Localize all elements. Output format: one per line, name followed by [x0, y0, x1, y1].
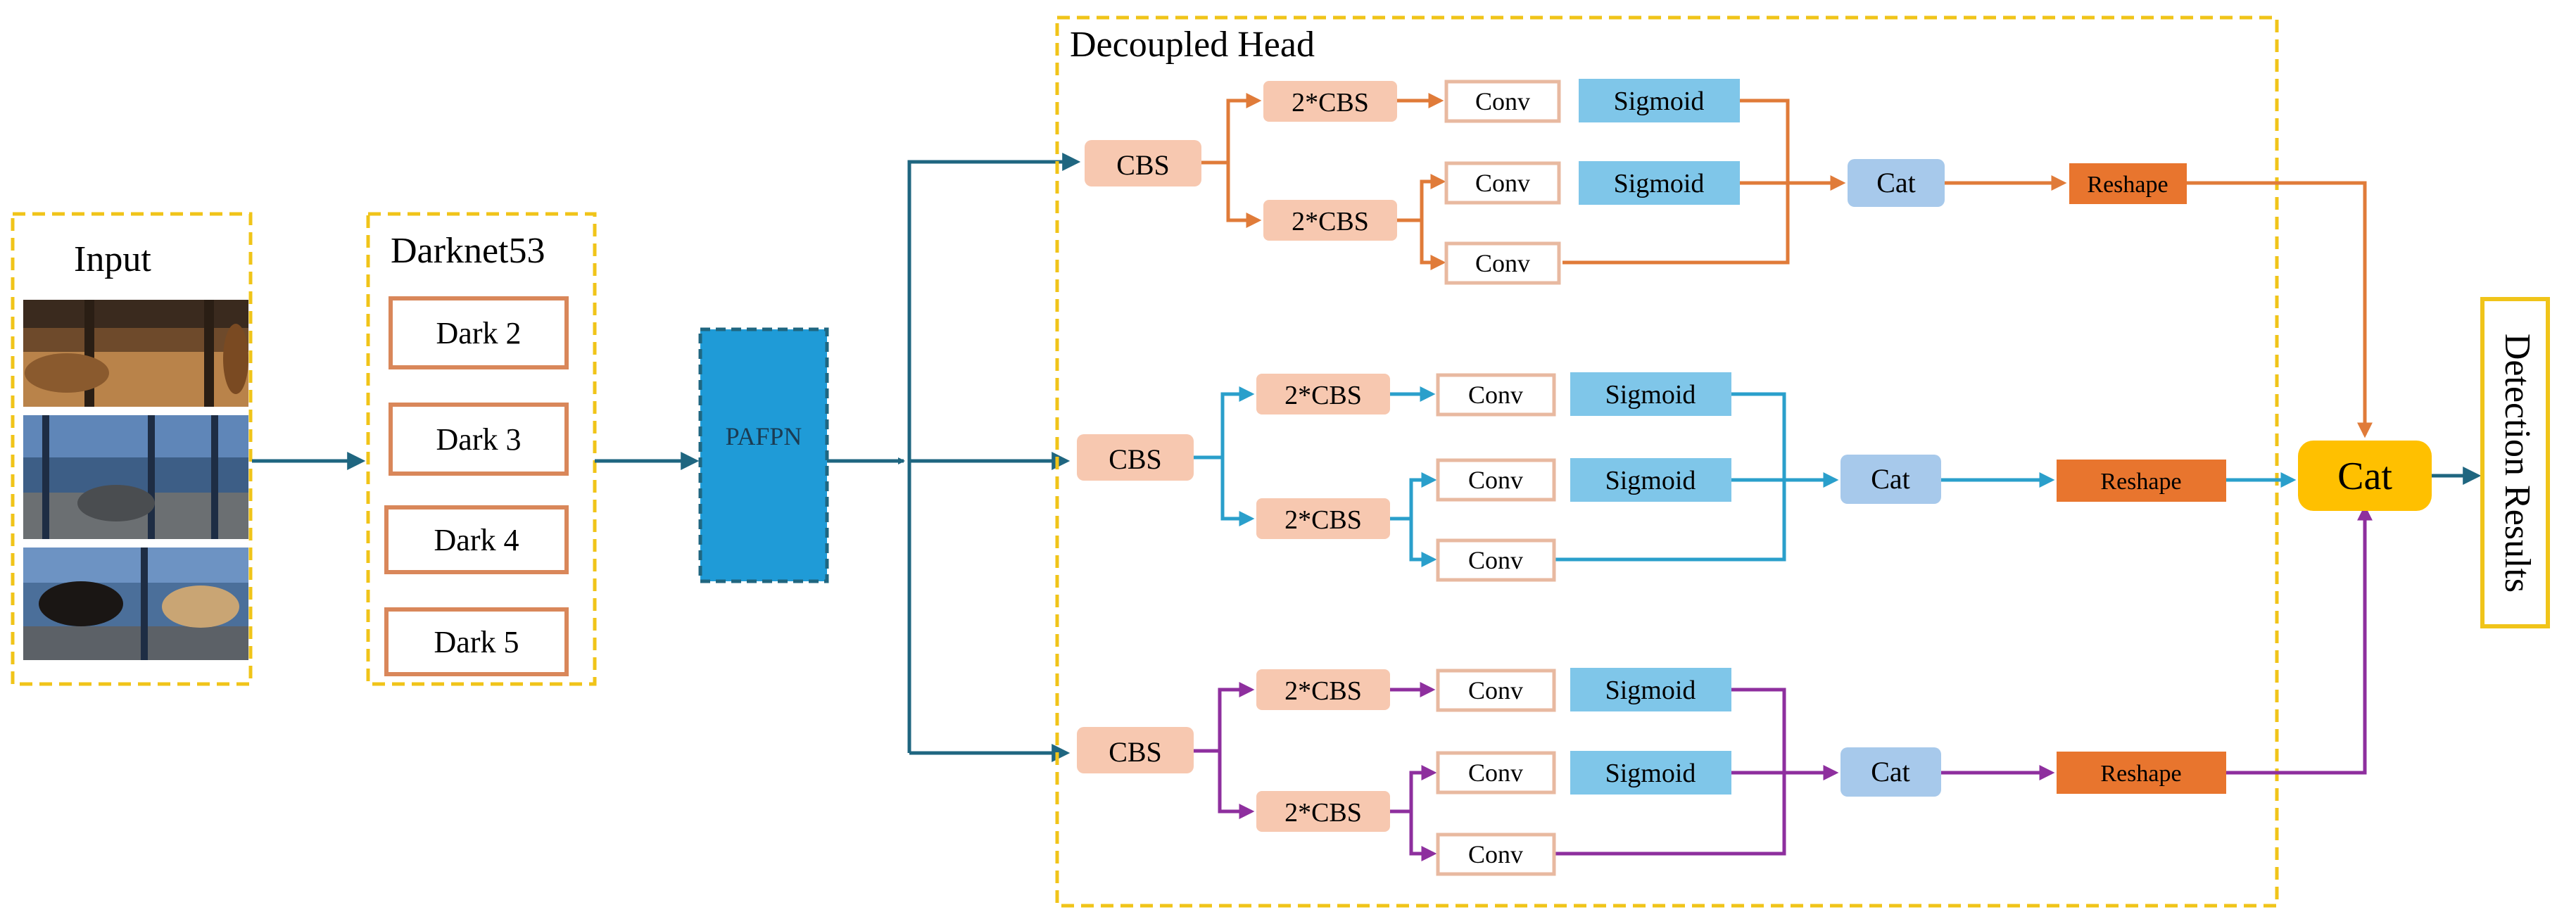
cbs2-bottom-label: 2*CBS	[1284, 505, 1362, 535]
dark4-label: Dark 4	[434, 523, 519, 557]
detection-results-box: Detection Results	[2480, 297, 2550, 628]
conv-label: Conv	[1468, 381, 1523, 409]
conv-label: Conv	[1468, 759, 1523, 787]
cbs-label: CBS	[1109, 443, 1162, 475]
conv-label: Conv	[1468, 676, 1523, 704]
decoupled-head-title: Decoupled Head	[1070, 25, 1315, 65]
conv-block-3	[1436, 538, 1556, 582]
conv-label: Conv	[1468, 546, 1523, 574]
darknet53-title: Darknet53	[391, 231, 545, 271]
sigmoid-label: Sigmoid	[1605, 466, 1696, 495]
cbs2-bottom-label: 2*CBS	[1284, 798, 1362, 828]
conv-label: Conv	[1468, 840, 1523, 868]
sigmoid-label: Sigmoid	[1605, 676, 1696, 705]
reshape-block	[2057, 460, 2226, 502]
horse-stall-photo-3	[23, 548, 248, 660]
dark3-block	[389, 403, 569, 476]
sigmoid-label: Sigmoid	[1605, 759, 1696, 788]
dark2-block	[389, 296, 569, 369]
darknet53-panel: Darknet53 Dark 2 Dark 3 Dark 4 Dark 5	[366, 212, 597, 686]
dark3-label: Dark 3	[436, 422, 522, 457]
horse-stall-photo-2	[23, 415, 248, 539]
sigmoid-label: Sigmoid	[1614, 87, 1705, 116]
conv-block-1	[1436, 669, 1556, 712]
cat-block	[1841, 747, 1941, 797]
cbs-block	[1085, 140, 1201, 186]
sigmoid-block-1	[1570, 372, 1731, 416]
sigmoid-block-1	[1579, 79, 1740, 122]
cbs-block	[1077, 727, 1194, 773]
cbs2-top-block	[1256, 374, 1390, 414]
cbs2-top-label: 2*CBS	[1292, 88, 1369, 118]
sigmoid-block-2	[1570, 751, 1731, 795]
sigmoid-label: Sigmoid	[1614, 169, 1705, 198]
final-cat-label: Cat	[2337, 455, 2392, 498]
sigmoid-label: Sigmoid	[1605, 380, 1696, 410]
conv-label: Conv	[1475, 249, 1530, 277]
detection-results-label: Detection Results	[2497, 334, 2537, 593]
sigmoid-block-2	[1579, 161, 1740, 205]
reshape-block	[2069, 163, 2187, 204]
head-branch-2: CBS 2*CBS 2*CBS Conv Conv Conv Sigmoid S…	[1077, 372, 2297, 582]
dark2-label: Dark 2	[436, 316, 522, 350]
sigmoid-block-2	[1570, 458, 1731, 502]
conv-block-1	[1436, 373, 1556, 417]
conv-block-3	[1444, 241, 1561, 285]
final-cat-block	[2298, 441, 2432, 511]
cbs2-top-label: 2*CBS	[1284, 676, 1362, 706]
reshape-label: Reshape	[2100, 761, 2181, 787]
cat-label: Cat	[1871, 756, 1910, 787]
cbs2-bottom-label: 2*CBS	[1292, 207, 1369, 236]
conv-block-2	[1444, 161, 1561, 205]
cat-label: Cat	[1871, 463, 1910, 495]
pafpn-label: PAFPN	[726, 422, 802, 450]
cbs-label: CBS	[1109, 736, 1162, 768]
cbs2-top-label: 2*CBS	[1284, 381, 1362, 410]
head-branch-1: CBS 2*CBS 2*CBS Conv Conv Conv Sigmoid S…	[1085, 79, 2373, 438]
head-branch-3: CBS 2*CBS 2*CBS Conv Conv Conv Sigmoid S…	[1077, 505, 2373, 876]
dark5-block	[384, 607, 569, 676]
conv-label: Conv	[1475, 87, 1530, 115]
conv-block-2	[1436, 458, 1556, 502]
input-panel: Input	[11, 212, 253, 686]
cbs2-bottom-block	[1256, 498, 1390, 539]
conv-block-1	[1444, 80, 1561, 123]
cbs-block	[1077, 434, 1194, 481]
cat-label: Cat	[1876, 167, 1916, 198]
conv-block-2	[1436, 751, 1556, 795]
cbs2-bottom-block	[1263, 200, 1397, 241]
input-title: Input	[74, 239, 151, 279]
conv-block-3	[1436, 833, 1556, 876]
cbs2-bottom-block	[1256, 791, 1390, 832]
pafpn-output-connectors	[827, 153, 1081, 762]
horse-stall-photo-1	[23, 300, 248, 407]
pafpn-block: PAFPN	[698, 327, 829, 583]
cbs-label: CBS	[1116, 149, 1170, 181]
conv-label: Conv	[1475, 169, 1530, 197]
cbs2-top-block	[1256, 669, 1390, 710]
reshape-label: Reshape	[2100, 469, 2181, 495]
reshape-block	[2057, 752, 2226, 794]
cbs2-top-block	[1263, 81, 1397, 122]
sigmoid-block-1	[1570, 668, 1731, 711]
cat-block	[1841, 455, 1941, 504]
cat-block	[1848, 159, 1945, 207]
reshape-label: Reshape	[2087, 172, 2168, 198]
dark5-label: Dark 5	[434, 625, 519, 659]
dark4-block	[384, 505, 569, 574]
decoupled-head-panel	[1055, 15, 2279, 908]
conv-label: Conv	[1468, 466, 1523, 494]
